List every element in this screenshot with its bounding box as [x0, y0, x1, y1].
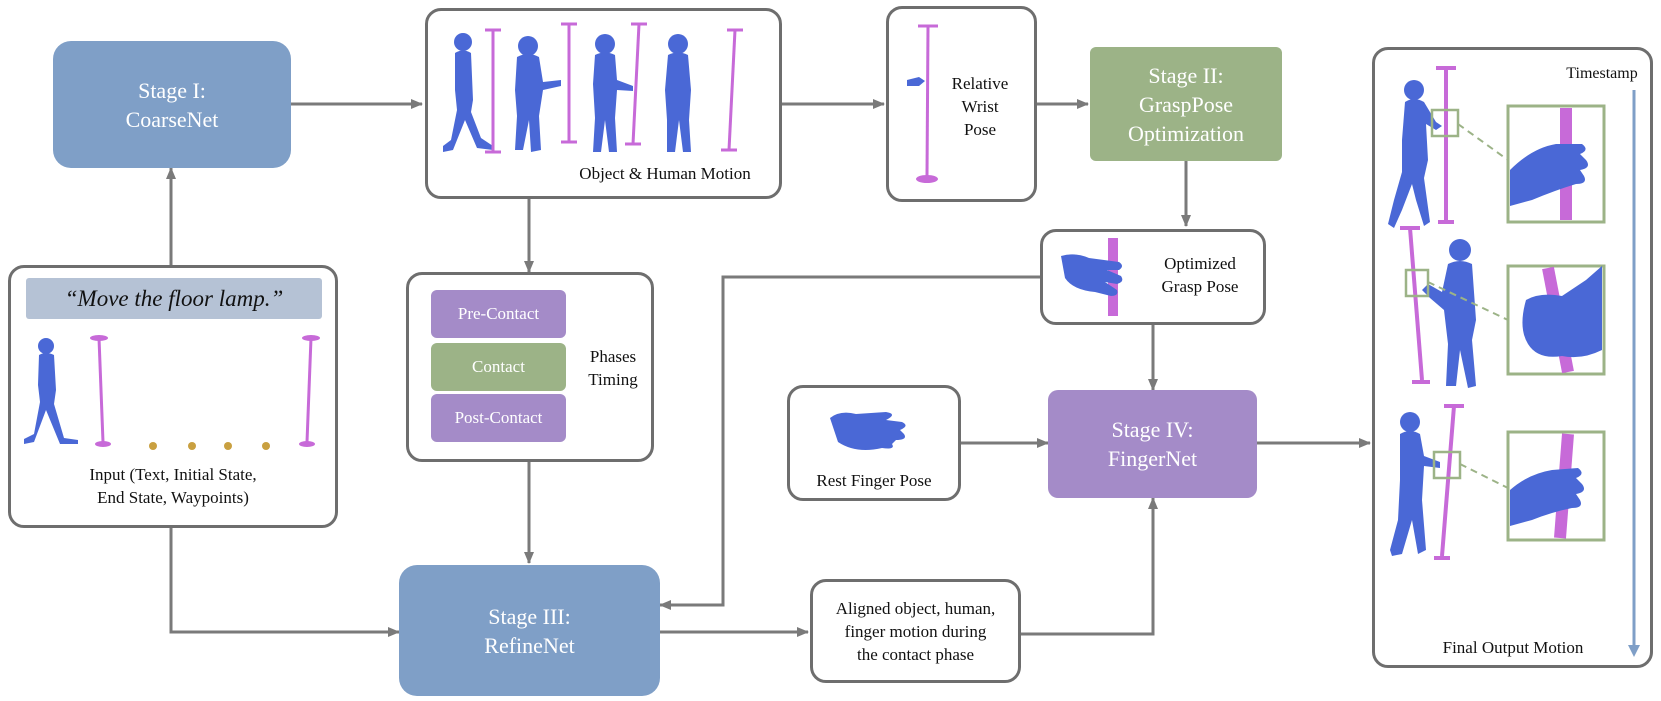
aligned-caption-line2: finger motion during [844, 622, 987, 641]
hand-icon [1061, 254, 1123, 296]
hand-icon [1510, 144, 1588, 206]
aligned-caption-line1: Aligned object, human, [835, 599, 996, 618]
stage1-coarsenet-box: Stage I: CoarseNet [53, 41, 291, 168]
floor-lamp-icon [1400, 226, 1430, 384]
wrist-scene [907, 24, 938, 183]
phases-label: Phases Timing [578, 345, 648, 391]
hand-icon [1522, 266, 1602, 358]
wrist-caption-line3: Pose [963, 120, 997, 139]
human-figure-icon [1390, 412, 1440, 556]
floor-lamp-icon [90, 335, 111, 447]
stage1-title: Stage I: [138, 77, 206, 103]
floor-lamp-icon [299, 335, 320, 447]
stage2-grasppose-box: Stage II: GraspPose Optimization [1090, 47, 1282, 161]
grasp-caption-line1: Optimized [1164, 254, 1236, 273]
wrist-caption: Relative Wrist Pose [940, 72, 1020, 141]
arrow-grasp-to-stage3 [659, 275, 1040, 610]
stage3-refinenet-box: Stage III: RefineNet [399, 565, 660, 696]
rest-caption: Rest Finger Pose [816, 471, 932, 490]
rest-hand-scene [830, 412, 906, 450]
arrow-input-to-stage3 [169, 528, 400, 637]
stage2-name-line1: GraspPose [1138, 91, 1234, 117]
input-scene [24, 335, 320, 450]
wrist-panel [886, 6, 1037, 202]
hand-icon [1510, 468, 1584, 526]
grasp-caption-line2: Grasp Pose [1161, 277, 1239, 296]
input-caption-line1: Input (Text, Initial State, [89, 465, 257, 484]
phase-pre-contact: Pre-Contact [431, 290, 566, 338]
input-caption: Input (Text, Initial State, End State, W… [30, 463, 316, 509]
timestamp-label: Timestamp [1566, 65, 1638, 82]
floor-lamp-icon [918, 24, 938, 177]
human-figure-icon [1422, 239, 1476, 388]
stage2-name-line2: Optimization [1127, 120, 1245, 146]
output-scene [1388, 66, 1640, 657]
output-caption: Final Output Motion [1442, 638, 1584, 657]
stage3-title: Stage III: [488, 603, 571, 629]
wrist-caption-line1: Relative [951, 74, 1009, 93]
aligned-caption: Aligned object, human, finger motion dur… [810, 597, 1021, 666]
arrow-aligned-to-stage4 [1021, 497, 1158, 636]
stage1-name: CoarseNet [125, 106, 219, 132]
human-figure-icon [24, 338, 78, 444]
prompt-quote: “Move the floor lamp.” [26, 278, 322, 319]
motion-caption: Object & Human Motion [579, 164, 751, 183]
floor-lamp-icon [1434, 404, 1464, 560]
aligned-caption-line3: the contact phase [856, 645, 975, 664]
timeline-arrow [1628, 90, 1640, 657]
grasp-caption: Optimized Grasp Pose [1145, 252, 1255, 298]
floor-lamp-icon [1436, 66, 1456, 224]
stage3-name: RefineNet [484, 632, 575, 658]
input-caption-line2: End State, Waypoints) [97, 488, 249, 507]
human-figure-icon [1388, 80, 1442, 228]
wrist-caption-line2: Wrist [961, 97, 999, 116]
phase-post-contact: Post-Contact [431, 394, 566, 442]
stage4-title: Stage IV: [1111, 417, 1194, 442]
stage4-name: FingerNet [1107, 446, 1198, 471]
hand-icon [830, 412, 906, 450]
phase-contact: Contact [431, 343, 566, 391]
floor-lamp-icon [485, 22, 743, 154]
human-figure-icon [443, 33, 691, 152]
stage2-title: Stage II: [1148, 62, 1224, 88]
stage4-fingernet-box: Stage IV: FingerNet [1048, 390, 1257, 498]
phases-label-line2: Timing [588, 370, 638, 389]
phases-label-line1: Phases [589, 347, 637, 366]
grasp-scene [1061, 238, 1123, 316]
hand-icon [907, 77, 925, 86]
waypoint-dot-icon [149, 442, 270, 450]
aligned-panel [810, 579, 1021, 683]
motion-sequence [443, 22, 743, 154]
